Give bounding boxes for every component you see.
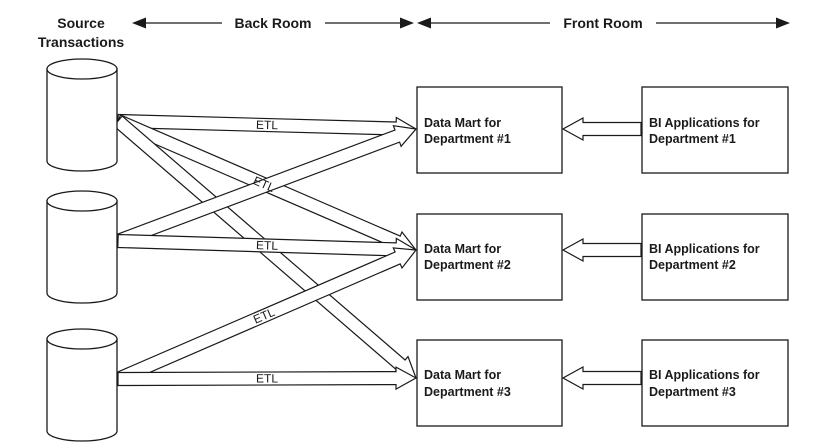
data-mart-3-label-line2: Department #3 (424, 385, 511, 399)
etl-arrow-source-3-to-mart-3 (117, 366, 418, 391)
front-room-span-arrow (417, 17, 790, 29)
bi-app-3: BI Applications for Department #3 (641, 339, 789, 427)
front-room-header: Front Room (563, 15, 642, 31)
data-mart-1: Data Mart for Department #1 (416, 86, 563, 174)
data-mart-1-label-line2: Department #1 (424, 132, 511, 146)
source-database-icon-3 (46, 328, 118, 442)
source-database-icon-2 (46, 190, 118, 304)
bi-app-1-label-line1: BI Applications for (649, 116, 760, 130)
bi-app-1-label-line2: Department #1 (649, 132, 736, 146)
data-mart-2-label-line1: Data Mart for (424, 242, 501, 256)
bi-app-2-label-line2: Department #2 (649, 258, 736, 272)
etl-label-source-2-to-mart-2: ETL (256, 238, 279, 253)
bi-to-mart-arrows (561, 116, 642, 391)
bi-app-1: BI Applications for Department #1 (641, 86, 789, 174)
bi-app-2: BI Applications for Department #2 (641, 213, 789, 301)
bi-to-mart-arrow-3 (561, 365, 642, 391)
back-room-span-arrow (132, 17, 414, 29)
bi-app-3-label-line2: Department #3 (649, 385, 736, 399)
data-mart-2-label-line2: Department #2 (424, 258, 511, 272)
data-mart-3: Data Mart for Department #3 (416, 339, 563, 427)
source-databases (46, 58, 118, 442)
bi-app-2-label-line1: BI Applications for (649, 242, 760, 256)
etl-arrow-source-2-to-mart-1 (114, 124, 418, 248)
data-mart-3-label-line1: Data Mart for (424, 368, 501, 382)
bi-app-3-label-line1: BI Applications for (649, 368, 760, 382)
bi-to-mart-arrow-2 (561, 237, 642, 263)
source-database-icon-1 (46, 58, 118, 172)
data-mart-1-label-line1: Data Mart for (424, 116, 501, 130)
bi-to-mart-arrow-1 (561, 116, 642, 142)
source-header-line1: Source (57, 15, 105, 31)
etl-label-source-1-to-mart-1: ETL (256, 118, 279, 133)
back-room-header: Back Room (234, 15, 311, 31)
etl-arrow-source-3-to-mart-2 (114, 247, 418, 386)
source-header-line2: Transactions (38, 34, 125, 50)
data-mart-2: Data Mart for Department #2 (416, 213, 563, 301)
etl-label-source-3-to-mart-3: ETL (256, 371, 278, 385)
